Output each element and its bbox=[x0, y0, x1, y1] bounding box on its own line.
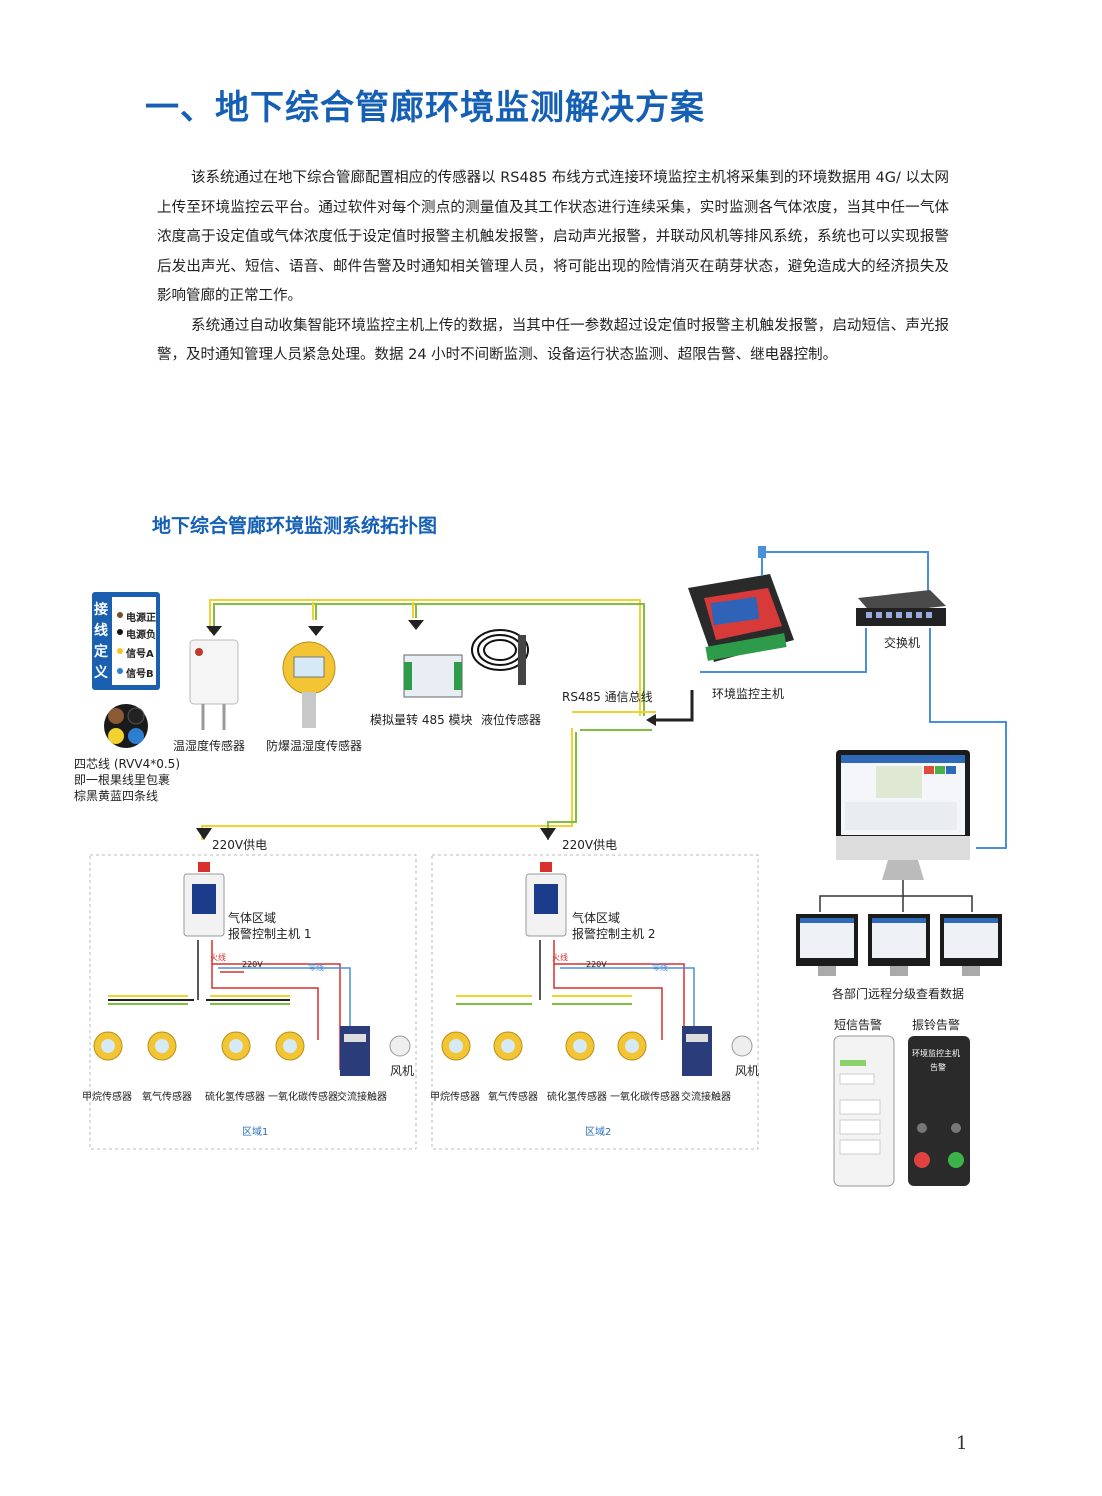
label-explosion-proof-sensor: 防爆温湿度传感器 bbox=[266, 739, 363, 753]
label-remote-view: 各部门远程分级查看数据 bbox=[832, 987, 965, 1001]
zone-2-sensor-label-3: 一氧化碳传感器 bbox=[610, 1092, 680, 1103]
zone-1-sensor-label-3: 一氧化碳传感器 bbox=[268, 1092, 338, 1103]
cable-note: 四芯线 (RVV4*0.5) 即一根果线里包裹 棕黑黄蓝四条线 bbox=[74, 757, 180, 803]
label-power-1: 220V供电 bbox=[212, 838, 268, 852]
label-rs485-bus: RS485 通信总线 bbox=[562, 690, 653, 704]
paragraph-1: 该系统通过在地下综合管廊配置相应的传感器以 RS485 布线方式连接环境监控主机… bbox=[157, 170, 949, 304]
zone-2-sensor-label-0: 甲烷传感器 bbox=[430, 1092, 480, 1103]
label-zone-2-220v: 220V bbox=[586, 960, 607, 969]
network-switch bbox=[856, 590, 946, 626]
legend-item-signal-a: 信号A bbox=[126, 649, 154, 660]
zone-2-fan-label: 风机 bbox=[735, 1064, 760, 1078]
diagram-title: 地下综合管廊环境监测系统拓扑图 bbox=[152, 515, 438, 537]
zone-1-fan-label: 风机 bbox=[390, 1064, 415, 1078]
zone-2-gas-sensors bbox=[441, 1031, 647, 1061]
label-switch: 交换机 bbox=[884, 636, 921, 650]
body-text: 该系统通过在地下综合管廊配置相应的传感器以 RS485 布线方式连接环境监控主机… bbox=[157, 164, 949, 371]
zone-2-controller bbox=[525, 862, 567, 937]
zone-2-fan bbox=[731, 1035, 753, 1057]
zone-2-contactor-label: 交流接触器 bbox=[681, 1092, 731, 1103]
zone-1-box bbox=[89, 854, 417, 1150]
zone-1-contactor-label: 交流接触器 bbox=[337, 1092, 387, 1103]
zone-2-box bbox=[431, 854, 759, 1150]
monitoring-host bbox=[688, 574, 794, 662]
zone-2-sensor-label-1: 氧气传感器 bbox=[488, 1092, 538, 1103]
remote-monitors bbox=[796, 914, 1002, 976]
call-phone bbox=[908, 1036, 970, 1186]
zone-1-sensor-label-2: 硫化氢传感器 bbox=[205, 1092, 265, 1103]
zone-1-controller bbox=[183, 862, 225, 937]
paragraph-2: 系统通过自动收集智能环境监控主机上传的数据，当其中任一参数超过设定值时报警主机触… bbox=[157, 317, 949, 364]
label-zone-1-220v: 220V bbox=[242, 960, 263, 969]
call-phone-title: 环境监控主机 bbox=[912, 1049, 960, 1058]
zone-1-name: 区域1 bbox=[242, 1127, 269, 1138]
label-power-2: 220V供电 bbox=[562, 838, 618, 852]
legend-item-power-positive: 电源正 bbox=[126, 613, 156, 624]
desktop-monitor bbox=[836, 750, 970, 880]
wiring-legend-title: 接 线 定 义 bbox=[94, 602, 108, 681]
zone-1-sensor-label-1: 氧气传感器 bbox=[142, 1092, 192, 1103]
cable-icon bbox=[104, 704, 148, 748]
label-zone-2-neutral: 零线 bbox=[652, 963, 668, 972]
page-number: 1 bbox=[956, 1433, 968, 1454]
call-phone-sub: 告警 bbox=[930, 1063, 946, 1072]
label-zone-2-controller: 气体区域 报警控制主机 2 bbox=[572, 911, 656, 941]
label-zone-1-live: 火线 bbox=[210, 953, 226, 962]
label-zone-2-live: 火线 bbox=[552, 953, 568, 962]
zone-1-contactor bbox=[340, 1026, 370, 1076]
label-zone-1-controller: 气体区域 报警控制主机 1 bbox=[228, 911, 312, 941]
temp-humidity-sensor bbox=[189, 639, 239, 730]
label-analog-module: 模拟量转 485 模块 bbox=[370, 713, 473, 727]
analog-485-module bbox=[403, 654, 463, 698]
zone-1-fan bbox=[389, 1035, 411, 1057]
legend-item-power-negative: 电源负 bbox=[126, 630, 156, 641]
label-zone-1-neutral: 零线 bbox=[308, 963, 324, 972]
legend-item-signal-b: 信号B bbox=[126, 669, 154, 680]
zone-2-contactor bbox=[682, 1026, 712, 1076]
zone-1-sensor-label-0: 甲烷传感器 bbox=[82, 1092, 132, 1103]
label-ring-alarm: 振铃告警 bbox=[912, 1018, 961, 1032]
explosion-proof-sensor bbox=[282, 641, 336, 728]
topology-diagram bbox=[89, 546, 1007, 1187]
zone-2-name: 区域2 bbox=[585, 1127, 612, 1138]
label-liquid-level-sensor: 液位传感器 bbox=[481, 713, 542, 727]
label-monitoring-host: 环境监控主机 bbox=[712, 687, 785, 701]
sms-phone bbox=[833, 1035, 895, 1187]
zone-2-sensor-label-2: 硫化氢传感器 bbox=[547, 1092, 607, 1103]
zone-1-gas-sensors bbox=[93, 1031, 305, 1061]
label-sms-alarm: 短信告警 bbox=[834, 1018, 883, 1032]
page-heading: 一、地下综合管廊环境监测解决方案 bbox=[145, 88, 705, 128]
label-temp-humidity-sensor: 温湿度传感器 bbox=[173, 739, 246, 753]
